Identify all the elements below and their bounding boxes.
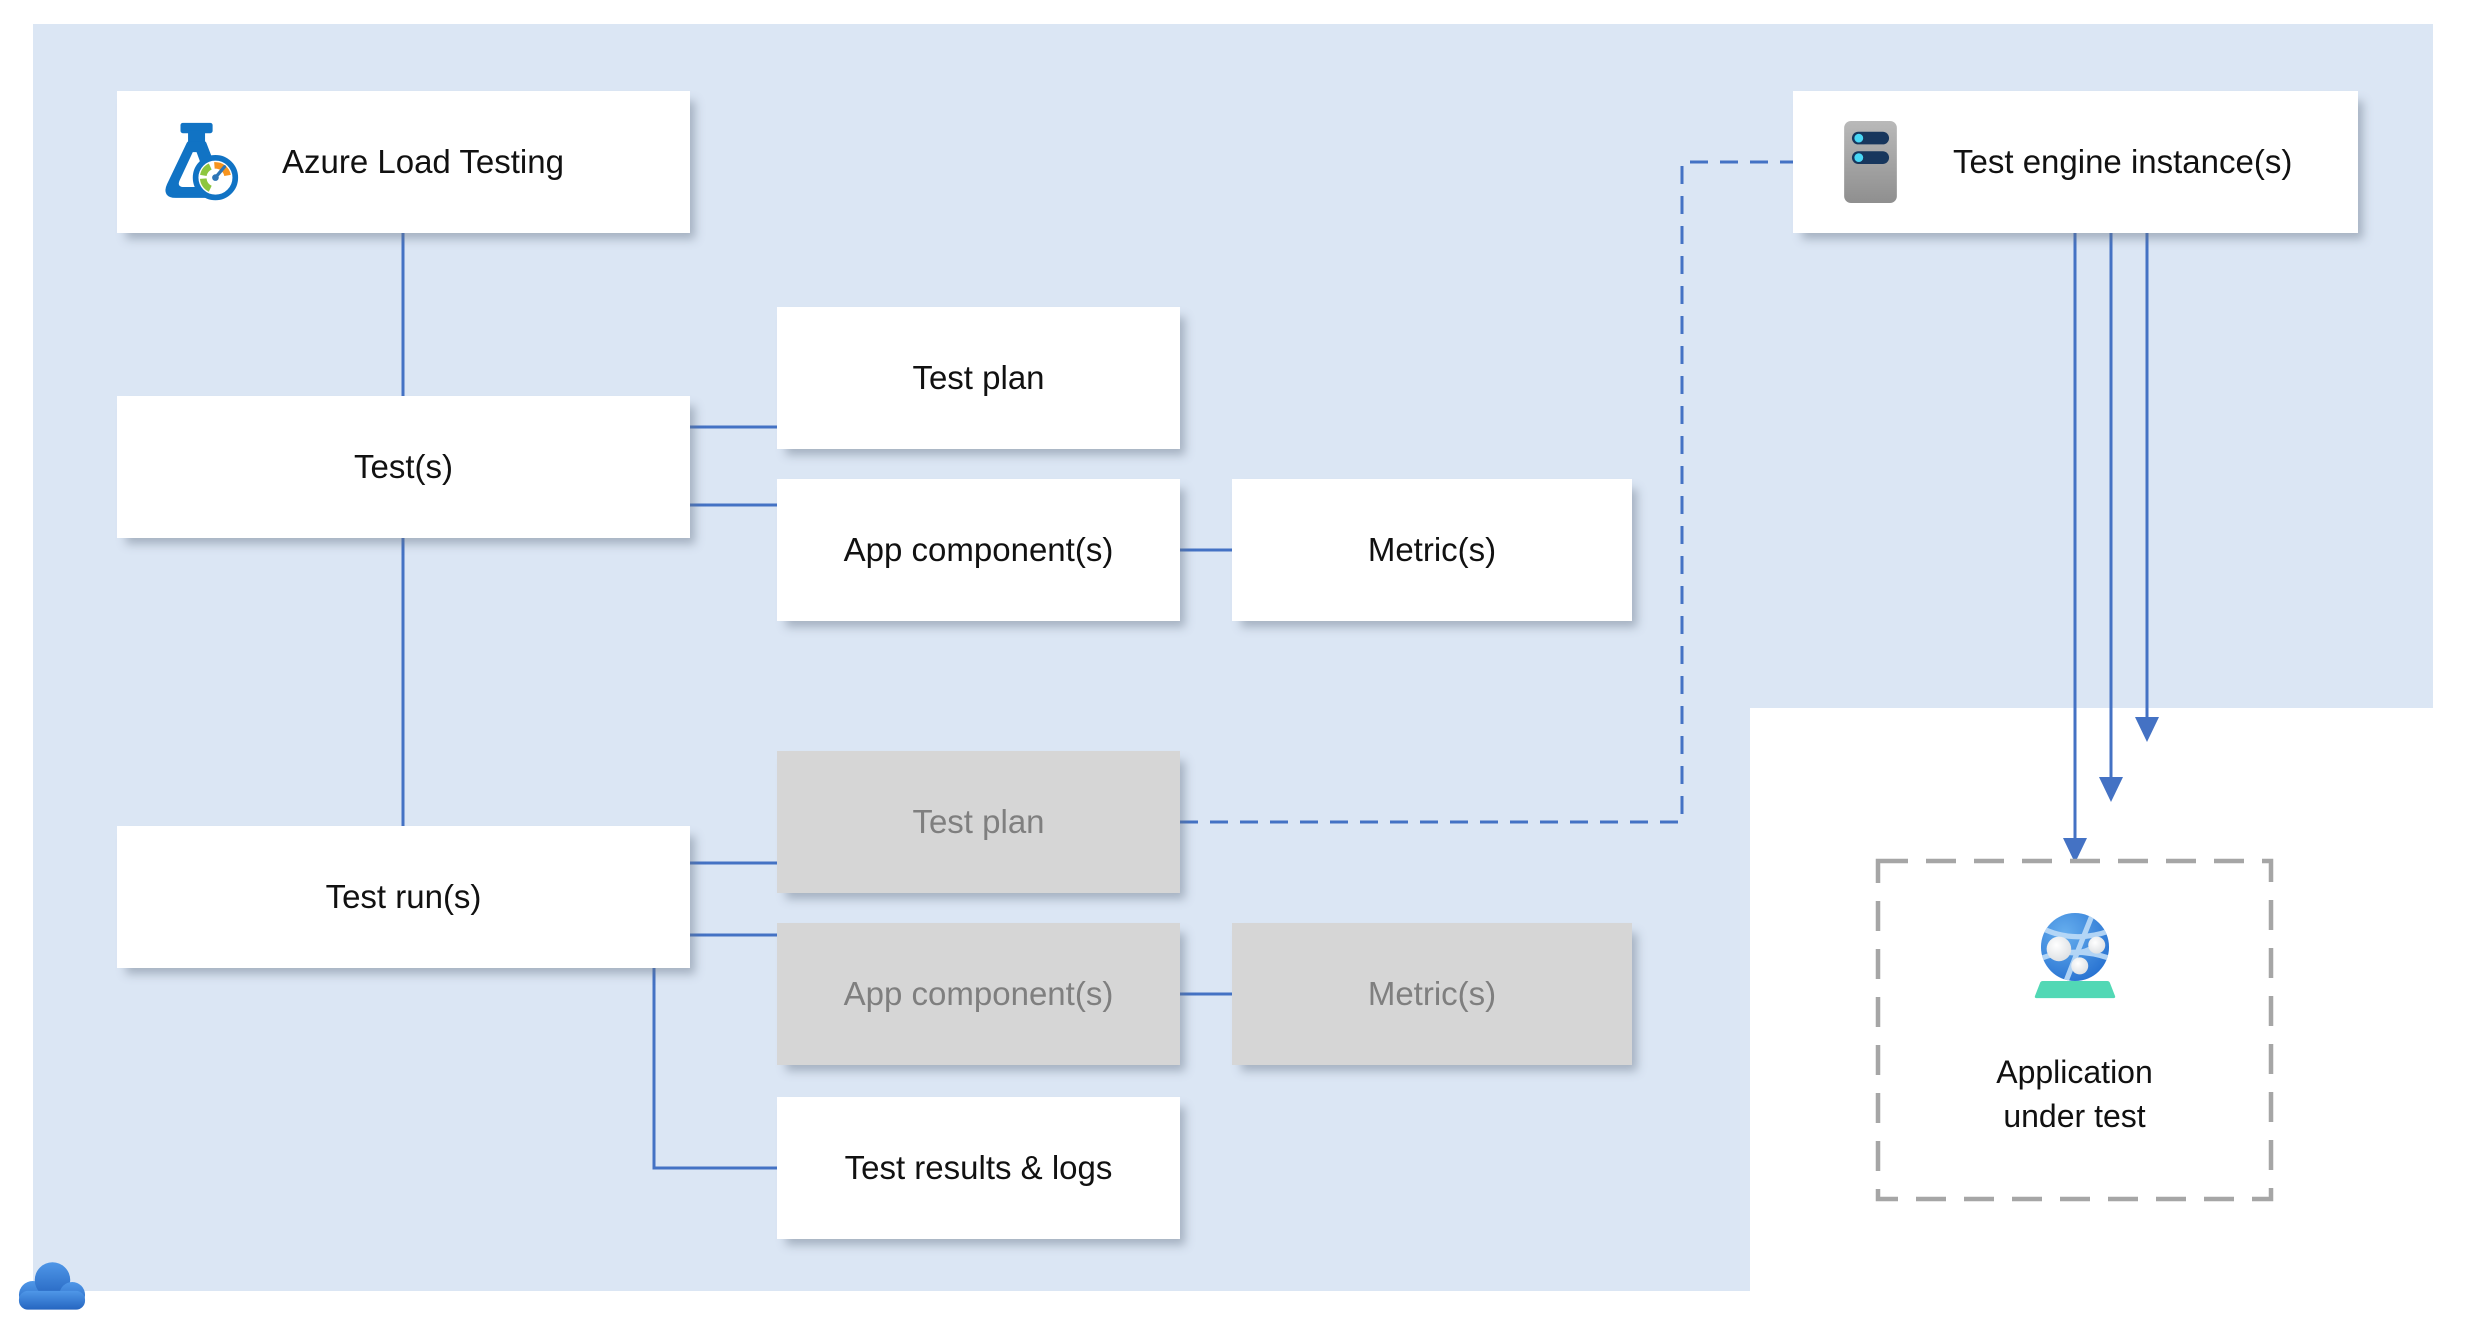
node-label-line1: Application (1996, 1054, 2153, 1090)
node-app-components: App component(s) (777, 479, 1180, 621)
node-test-results-logs: Test results & logs (777, 1097, 1180, 1239)
node-label: App component(s) (843, 531, 1114, 568)
node-label: Test engine instance(s) (1953, 143, 2293, 180)
node-test-runs: Test run(s) (117, 826, 690, 968)
node-label: Test(s) (354, 448, 453, 485)
node-label: Test plan (912, 803, 1045, 840)
node-label: Test run(s) (325, 878, 482, 915)
node-metrics: Metric(s) (1232, 479, 1632, 621)
node-label: Azure Load Testing (282, 143, 564, 180)
node-label: App component(s) (843, 975, 1114, 1012)
load-testing-flask-icon (155, 120, 240, 205)
node-label: Test plan (912, 359, 1045, 396)
node-metrics-run: Metric(s) (1232, 923, 1632, 1065)
azure-cloud-icon (15, 1258, 88, 1315)
arrowhead-3 (2135, 717, 2159, 742)
node-label: Metric(s) (1367, 975, 1497, 1012)
node-app-components-run: App component(s) (777, 923, 1180, 1065)
node-test-plan: Test plan (777, 307, 1180, 449)
node-application-under-test: Application under test (1878, 861, 2271, 1199)
node-label: Metric(s) (1367, 531, 1497, 568)
arrowhead-1 (2063, 838, 2087, 863)
node-tests: Test(s) (117, 396, 690, 538)
node-label: Test results & logs (844, 1149, 1113, 1186)
node-test-plan-run: Test plan (777, 751, 1180, 893)
node-azure-load-testing: Azure Load Testing (117, 91, 690, 233)
node-test-engine-instances: Test engine instance(s) (1793, 91, 2358, 233)
arrowhead-2 (2099, 777, 2123, 802)
node-label-line2: under test (2003, 1098, 2146, 1134)
globe-icon (2023, 911, 2127, 1006)
server-icon (1844, 121, 1897, 203)
